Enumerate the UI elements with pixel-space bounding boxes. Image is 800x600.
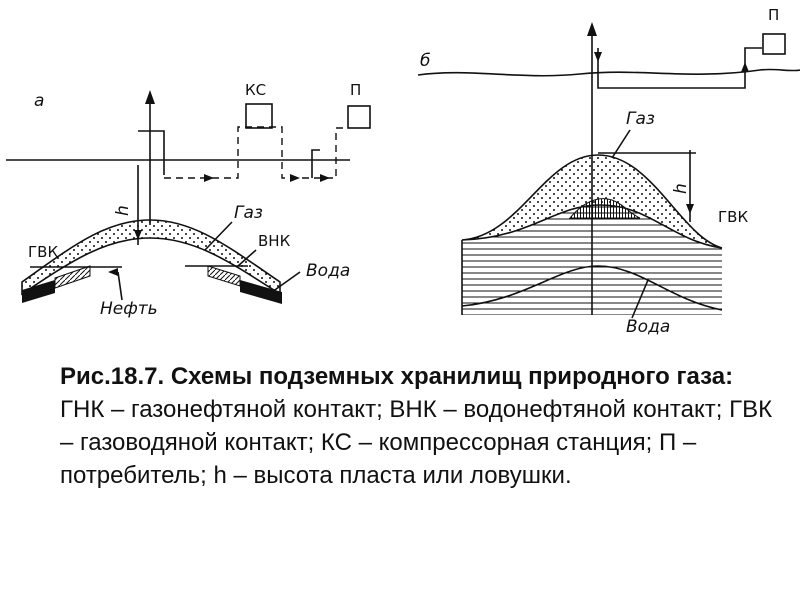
flow-arrow-icon — [320, 174, 330, 182]
gvk-label-a: ГВК — [28, 243, 58, 261]
panel-a: а КС П h ГВК ВНК Газ — [6, 81, 371, 319]
oil-label-a: Нефть — [100, 299, 158, 319]
water-zone-left — [22, 280, 55, 303]
flow-arrow-icon — [204, 174, 214, 182]
water-leader-b — [631, 279, 649, 319]
pipe-riser-a — [311, 149, 320, 178]
caption-title: Рис.18.7. Схемы подземных хранилищ приро… — [60, 363, 734, 390]
well-arrow-up-icon — [587, 22, 597, 36]
pipeline-a — [164, 126, 346, 179]
gvk-label-b: ГВК — [718, 208, 748, 226]
oil-rim-right — [207, 265, 241, 287]
height-arrow-icon — [686, 204, 694, 214]
wellhead-pipe-a — [138, 130, 165, 175]
water-boundary-b — [461, 265, 723, 311]
consumer-box-b — [762, 33, 786, 55]
consumer-label-b: П — [768, 6, 779, 24]
vnk-leader-a — [237, 249, 257, 267]
water-label-b: Вода — [626, 317, 670, 337]
consumer-box-a — [347, 105, 371, 129]
gas-label-b: Газ — [626, 109, 655, 129]
flow-arrow-icon — [594, 52, 602, 62]
flow-arrow-icon — [290, 174, 300, 182]
water-zone-right — [240, 280, 282, 304]
gas-label-a: Газ — [234, 203, 263, 223]
compressor-station-box — [245, 103, 273, 129]
pipeline-b — [597, 47, 762, 89]
height-label-b: h — [671, 183, 691, 194]
figure-caption: Рис.18.7. Схемы подземных хранилищ приро… — [60, 360, 780, 492]
consumer-label-a: П — [350, 81, 361, 99]
ground-line-b — [417, 68, 800, 77]
well-arrow-up-icon — [145, 90, 155, 104]
gas-leader-b — [611, 129, 631, 159]
compressor-station-label: КС — [245, 81, 266, 99]
water-leader-a — [271, 271, 301, 293]
vnk-label-a: ВНК — [258, 232, 291, 250]
panel-b: б П h Газ ГВК Вода — [417, 6, 800, 337]
caption-text: ГНК – газонефтяной контакт; ВНК – водоне… — [60, 396, 773, 489]
gas-leader-a — [204, 221, 233, 251]
water-label-a: Вода — [306, 261, 350, 281]
gas-bubble-b — [568, 198, 641, 219]
panel-b-letter: б — [420, 51, 430, 71]
aquifer-layer-b — [462, 205, 722, 315]
oil-leader-a — [117, 271, 123, 301]
panel-a-letter: а — [34, 91, 44, 111]
flow-arrow-icon — [741, 62, 749, 72]
oil-arrow-icon — [108, 268, 118, 276]
storage-schemes-diagram: а КС П h ГВК ВНК Газ — [6, 6, 800, 337]
height-label-a: h — [113, 205, 133, 216]
